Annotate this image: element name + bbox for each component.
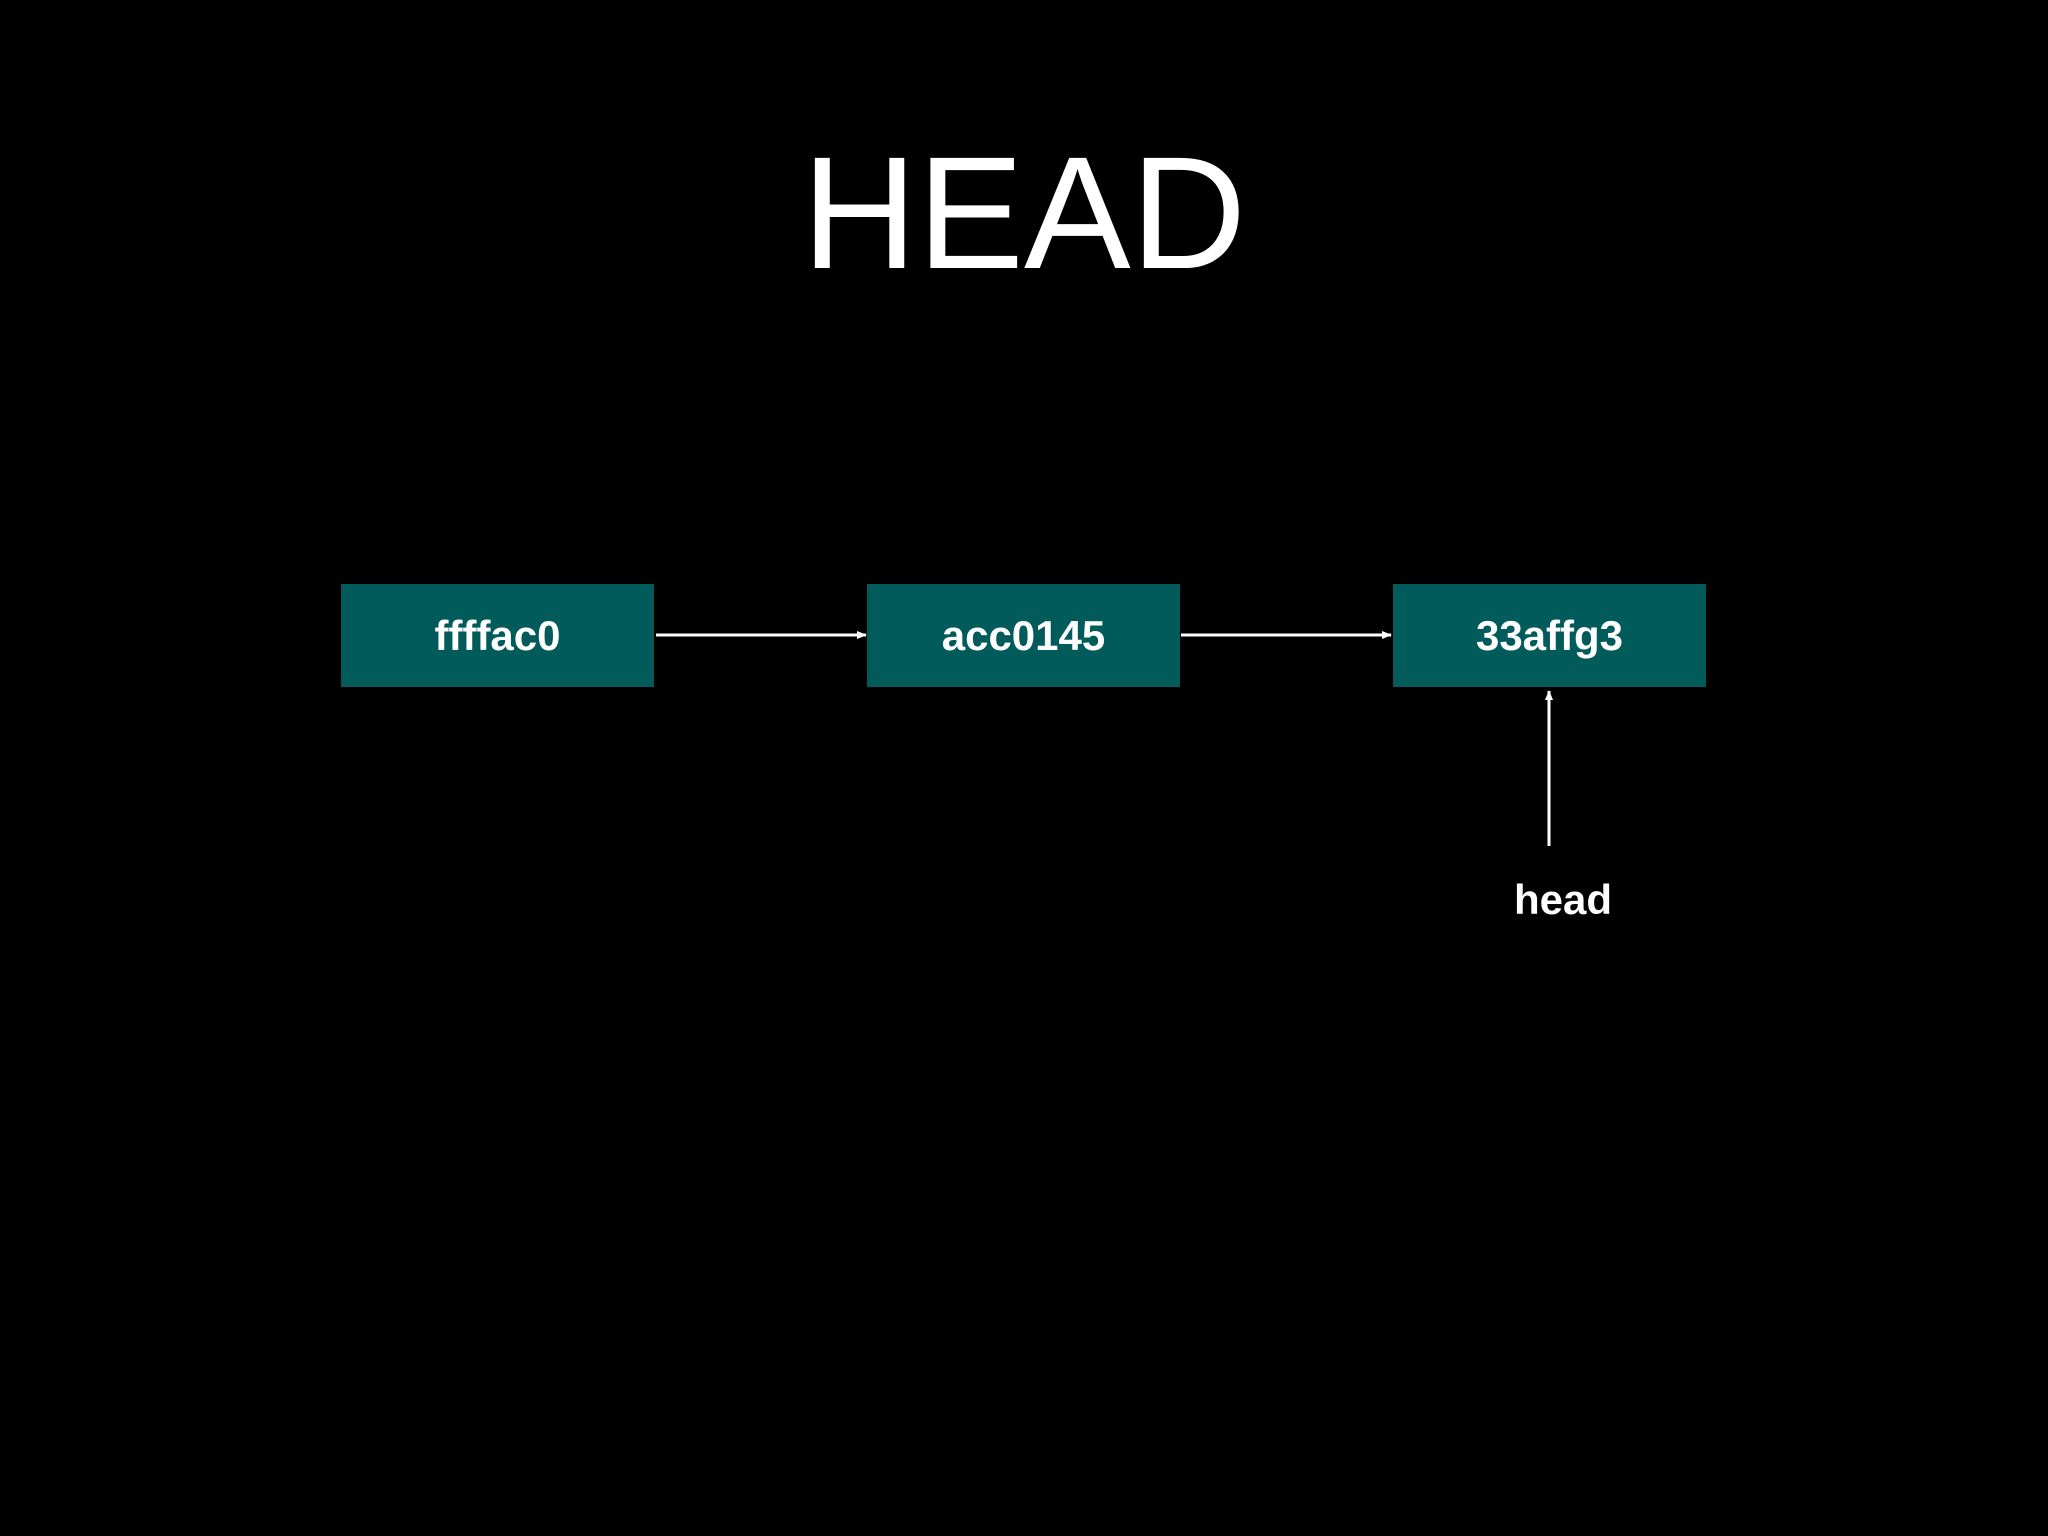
commit-id-label: 33affg3 xyxy=(1475,611,1624,659)
slide-title: HEAD xyxy=(801,123,1247,302)
commit-node-head: 33affg3 xyxy=(1393,584,1706,687)
commit-node: ffffac0 xyxy=(341,584,654,687)
commit-id-label: ffffac0 xyxy=(434,611,561,659)
head-pointer-label: head xyxy=(1513,876,1613,923)
commit-node: acc0145 xyxy=(867,584,1180,687)
commit-id-label: acc0145 xyxy=(941,611,1106,659)
